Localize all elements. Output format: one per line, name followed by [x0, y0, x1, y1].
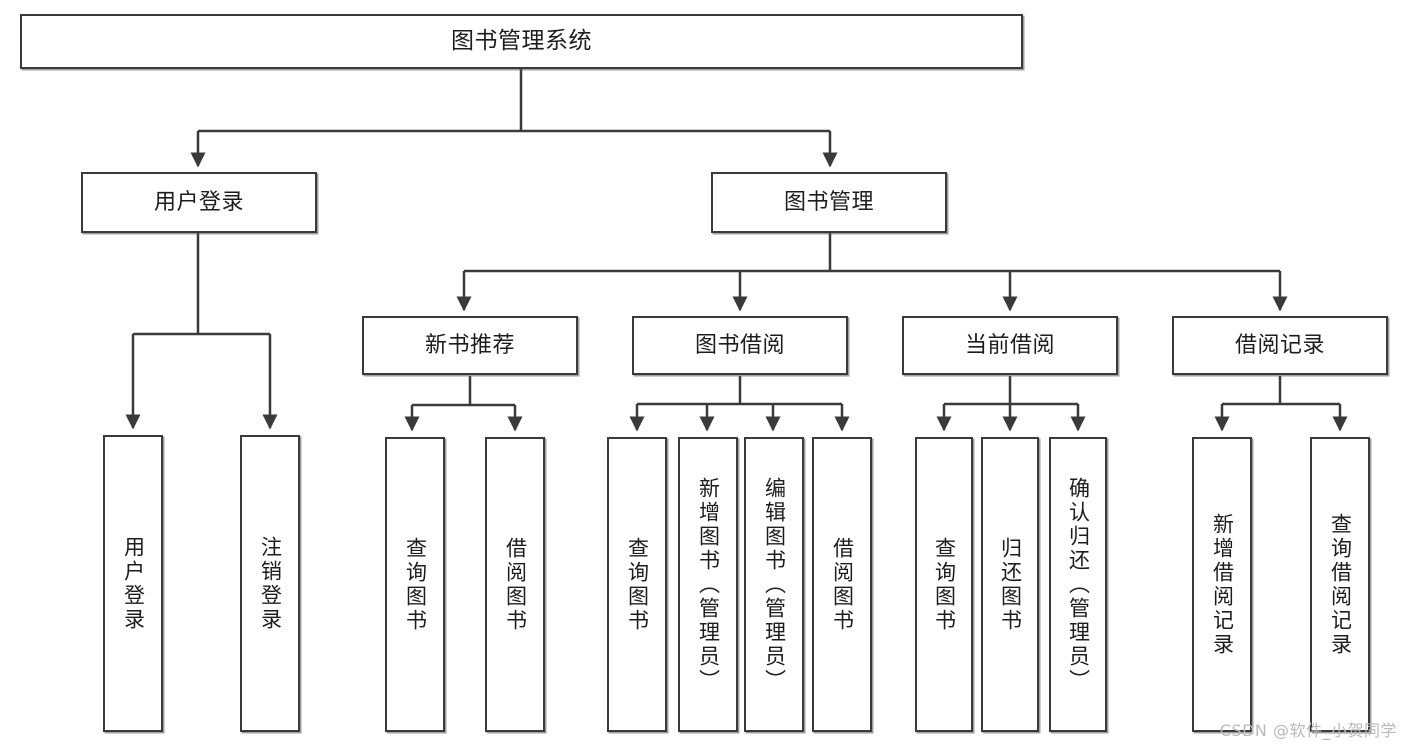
csdn-watermark: CSDN @软件_小贺同学: [1219, 721, 1397, 740]
node-label: 图书借阅: [694, 332, 785, 358]
node-label: 当前借阅: [964, 332, 1055, 358]
node-user-login[interactable]: 用户登录: [81, 172, 317, 233]
node-label: 注销登录: [258, 535, 283, 632]
node-label: 查询图书: [932, 536, 957, 633]
leaf-new-book-search[interactable]: 查询图书: [385, 437, 445, 732]
leaf-current-borrow-return[interactable]: 归还图书: [981, 437, 1039, 732]
node-label: 新书推荐: [424, 332, 515, 358]
node-label: 图书管理: [783, 189, 874, 215]
leaf-book-borrow-search[interactable]: 查询图书: [607, 437, 667, 732]
node-label: 查询借阅记录: [1328, 512, 1353, 657]
leaf-borrow-record-add[interactable]: 新增借阅记录: [1192, 437, 1252, 732]
node-label: 归还图书: [998, 536, 1023, 633]
node-label: 图书管理系统: [451, 27, 592, 54]
node-book-borrow[interactable]: 图书借阅: [632, 316, 848, 375]
node-book-management[interactable]: 图书管理: [711, 172, 947, 233]
leaf-new-book-borrow[interactable]: 借阅图书: [485, 437, 545, 732]
node-label: 查询图书: [625, 536, 650, 633]
node-current-borrow[interactable]: 当前借阅: [902, 316, 1118, 375]
node-root-system[interactable]: 图书管理系统: [20, 14, 1023, 69]
leaf-book-borrow-add[interactable]: 新增图书（管理员）: [678, 437, 738, 732]
node-borrow-record[interactable]: 借阅记录: [1172, 316, 1388, 375]
node-label: 新增图书（管理员）: [696, 476, 721, 693]
node-label: 确认归还（管理员）: [1066, 476, 1091, 693]
leaf-user-login-login[interactable]: 用户登录: [103, 435, 163, 732]
node-label: 用户登录: [153, 189, 244, 215]
leaf-book-borrow-edit[interactable]: 编辑图书（管理员）: [744, 437, 804, 732]
node-label: 借阅图书: [830, 536, 855, 633]
node-label: 新增借阅记录: [1210, 512, 1235, 657]
node-label: 借阅记录: [1234, 332, 1325, 358]
leaf-current-borrow-search[interactable]: 查询图书: [915, 437, 973, 732]
node-label: 借阅图书: [503, 536, 528, 633]
node-label: 查询图书: [403, 536, 428, 633]
leaf-current-borrow-confirm[interactable]: 确认归还（管理员）: [1049, 437, 1107, 732]
node-new-book-recommend[interactable]: 新书推荐: [362, 316, 578, 375]
node-label: 编辑图书（管理员）: [762, 476, 787, 693]
leaf-user-login-logout[interactable]: 注销登录: [240, 435, 300, 732]
node-label: 用户登录: [121, 535, 146, 632]
leaf-book-borrow-borrow[interactable]: 借阅图书: [812, 437, 872, 732]
leaf-borrow-record-search[interactable]: 查询借阅记录: [1310, 437, 1370, 732]
